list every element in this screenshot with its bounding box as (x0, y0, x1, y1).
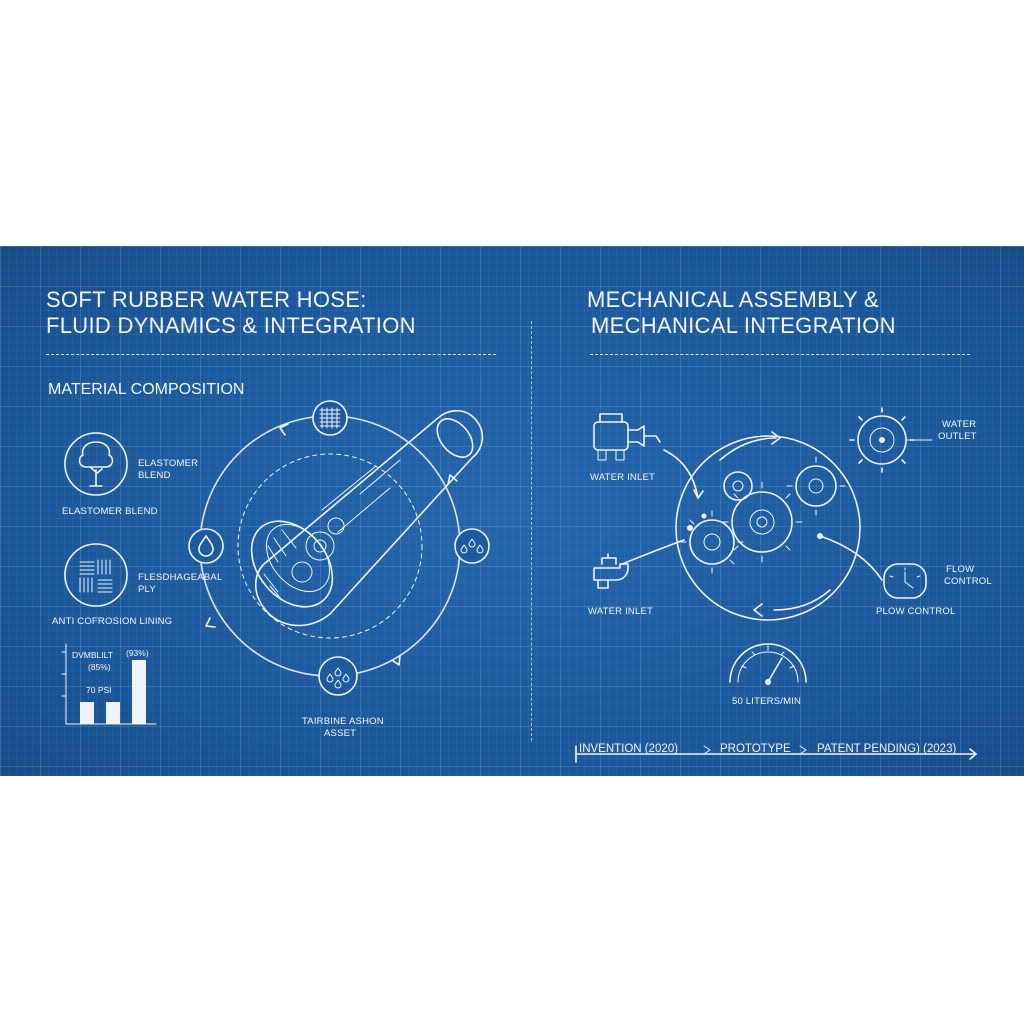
diagram-caption-line2: ASSET (324, 728, 357, 739)
flow-gauge-icon (883, 563, 927, 599)
outlet-gear-icon (849, 407, 933, 473)
timeline-step-prototype: PROTOTYPE (720, 743, 791, 755)
timeline-step-invention: INVENTION (2020) (579, 743, 679, 755)
water-outlet-label-line1: WATER (942, 419, 977, 430)
water-outlet-label-line2: OUTLET (938, 431, 977, 442)
water-inlet-bottom-label: WATER INLET (588, 606, 654, 617)
chart-label-psi: 70 PSI (86, 685, 112, 695)
material-1-label-line1: ELASTOMER (138, 458, 199, 469)
inlet-arrow-top (693, 489, 704, 499)
flow-rate-label: 50 LITERS/MIN (732, 696, 802, 707)
timeline (575, 745, 977, 763)
inlet-connector-bottom (621, 539, 685, 565)
right-title-line2: MECHANICAL INTEGRATION (591, 313, 896, 338)
center-divider (531, 321, 532, 741)
material-1-label-line2: BLEND (138, 470, 171, 481)
left-title-line1: SOFT RUBBER WATER HOSE: (46, 287, 367, 312)
left-title-divider (46, 354, 496, 355)
chart-label-pct: (85%) (88, 662, 111, 672)
material-1-caption: ELASTOMER BLEND (62, 506, 158, 517)
flow-control-label-line1: FLOW (946, 564, 975, 575)
water-drop-icon (188, 528, 224, 564)
water-inlet-top-label: WATER INLET (590, 472, 656, 483)
material-2-label-line1: FLESDHAGEABAL (138, 572, 223, 583)
left-title-line2: FLUID DYNAMICS & INTEGRATION (46, 313, 416, 338)
chart-bar-1 (80, 702, 94, 724)
gear-assembly-diagram (675, 431, 861, 621)
hose-cycle-diagram (199, 409, 484, 677)
chart-label-top: DVMBLILT (72, 650, 113, 660)
chart-bar-2 (106, 702, 120, 724)
mini-bar-chart (61, 643, 157, 725)
inlet-connector-top (663, 449, 699, 499)
material-2-caption: ANTI COFROSION LINING (52, 616, 173, 627)
right-title-line1: MECHANICAL ASSEMBLY & (587, 287, 879, 312)
tap-inlet-icon (593, 413, 661, 461)
timeline-step-patent: PATENT PENDING) (2023) (817, 743, 957, 755)
chart-bar-3 (132, 660, 146, 724)
blueprint-drawings (61, 400, 977, 763)
blueprint-panel: SOFT RUBBER WATER HOSE: FLUID DYNAMICS &… (0, 246, 1024, 776)
droplets-icon (318, 656, 358, 696)
chart-label-pct2: (93%) (126, 648, 149, 658)
flow-connector (819, 535, 883, 581)
flow-rate-gauge-icon (729, 643, 807, 685)
flow-control-label-line2: CONTROL (944, 576, 992, 587)
material-composition-heading: MATERIAL COMPOSITION (48, 381, 245, 398)
flow-control-caption: PLOW CONTROL (876, 606, 956, 617)
right-title-divider (590, 354, 970, 355)
weave-icon (64, 543, 128, 607)
faucet-inlet-icon (593, 553, 629, 589)
tree-icon (64, 432, 128, 496)
diagram-caption-line1: TAIRBINE ASHON (302, 716, 384, 727)
drops-icon (454, 528, 490, 564)
material-2-label-line2: PLY (138, 584, 156, 595)
mesh-icon (312, 400, 348, 436)
